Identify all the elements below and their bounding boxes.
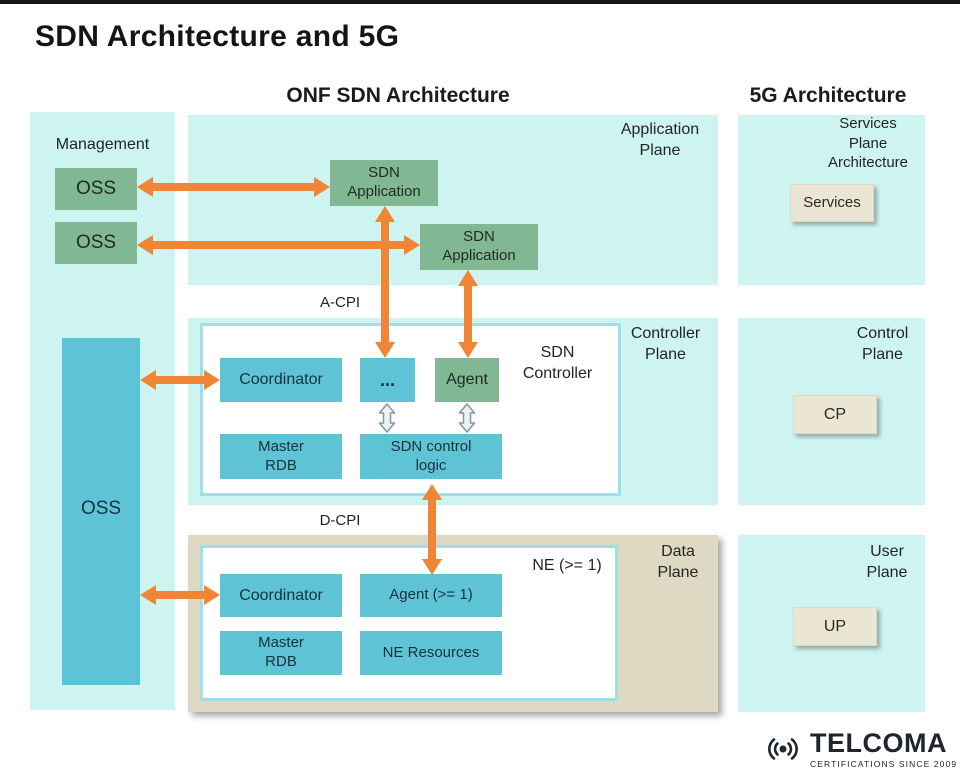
double-arrow-agent-logic xyxy=(458,403,476,433)
sdn-control-logic-box: SDN control logic xyxy=(360,434,502,479)
user-plane-label-5g: User Plane xyxy=(866,543,908,581)
data-plane-label: Data Plane xyxy=(657,543,699,581)
onf-section-header: ONF SDN Architecture xyxy=(286,84,510,107)
agent-ge1-box: Agent (>= 1) xyxy=(360,574,502,617)
arrow-oss-middle-sdn-app xyxy=(137,235,420,255)
application-plane-label: Application Plane xyxy=(620,121,700,159)
control-plane-label-5g: Control Plane xyxy=(856,325,909,363)
logo-tagline: CERTIFICATIONS SINCE 2009 xyxy=(810,758,958,769)
logo-brand-text: TELCOMA xyxy=(810,727,947,758)
double-arrow-dots-logic xyxy=(378,403,396,433)
arrow-controller-data-plane xyxy=(422,484,442,575)
oss-box-middle: OSS xyxy=(55,222,137,264)
fiveg-section-header: 5G Architecture xyxy=(749,84,907,107)
radio-waves-icon xyxy=(768,738,798,760)
d-cpi-label: D-CPI xyxy=(319,512,361,529)
services-plane-architecture-label: Services Plane Architecture xyxy=(827,115,909,171)
agent-box: Agent xyxy=(435,358,499,402)
master-rdb-box-data: Master RDB xyxy=(220,631,342,675)
services-box: Services xyxy=(790,184,874,222)
sdn-application-box-top: SDN Application xyxy=(330,160,438,206)
arrow-oss-coordinator-controller xyxy=(140,370,220,390)
cp-box: CP xyxy=(793,395,877,434)
page-title: SDN Architecture and 5G xyxy=(35,20,400,53)
oss-tall-label: OSS xyxy=(80,498,122,519)
ne-label: NE (>= 1) xyxy=(532,557,602,574)
controller-plane-label: Controller Plane xyxy=(630,325,701,363)
telcoma-logo: TELCOMA CERTIFICATIONS SINCE 2009 xyxy=(760,727,957,771)
sdn-application-box-bottom: SDN Application xyxy=(420,224,538,270)
management-label: Management xyxy=(55,136,150,153)
sdn-controller-label: SDN Controller xyxy=(522,344,593,382)
oss-tall-box xyxy=(62,338,140,685)
coordinator-box-data: Coordinator xyxy=(220,574,342,617)
arrow-sdn-app-agent xyxy=(458,270,478,358)
a-cpi-label: A-CPI xyxy=(319,294,360,311)
arrow-oss-coordinator-data xyxy=(140,585,220,605)
master-rdb-box-controller: Master RDB xyxy=(220,434,342,479)
ellipsis-box: ... xyxy=(360,358,415,402)
arrow-oss-top-sdn-app xyxy=(137,177,330,197)
coordinator-box-controller: Coordinator xyxy=(220,358,342,402)
ne-resources-box: NE Resources xyxy=(360,631,502,675)
ne-frame xyxy=(200,545,618,701)
up-box: UP xyxy=(793,607,877,646)
top-divider xyxy=(0,0,960,4)
oss-box-top: OSS xyxy=(55,168,137,210)
arrow-sdn-app-controller xyxy=(375,206,395,358)
